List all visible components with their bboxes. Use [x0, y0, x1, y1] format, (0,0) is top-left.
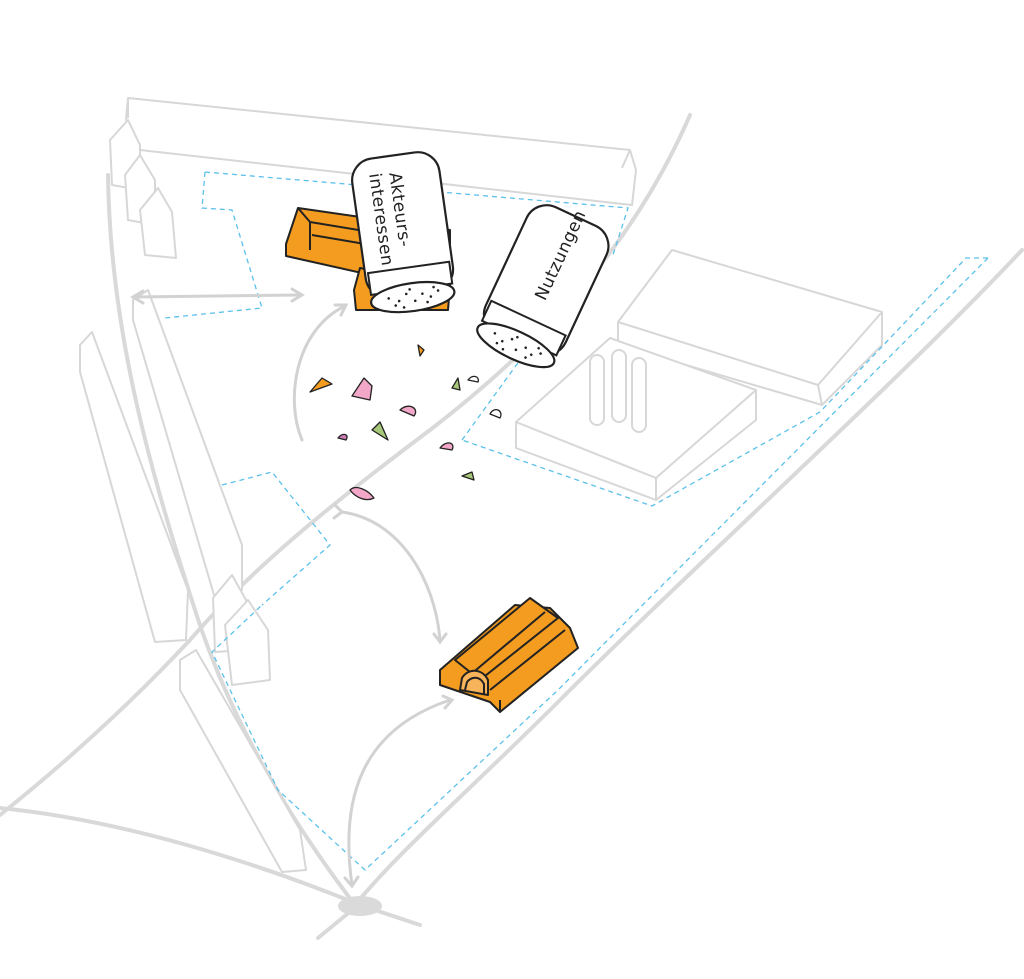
confetti-piece: [351, 377, 373, 401]
confetti: [309, 344, 502, 501]
arrow-west-north: [133, 293, 302, 299]
junction-node: [338, 896, 382, 916]
shaker-akteursinteressen: Akteurs- interessen: [351, 151, 456, 314]
west-row-outer: [79, 331, 189, 643]
shaker-nutzungen: Nutzungen: [476, 204, 610, 369]
confetti-piece: [399, 405, 417, 417]
road-south-spur-2: [316, 908, 354, 940]
west-house-2: [224, 599, 271, 686]
confetti-piece: [489, 409, 502, 419]
south-row: [179, 649, 307, 873]
confetti-piece: [467, 375, 479, 383]
confetti-piece: [451, 377, 461, 391]
west-row-inner: [132, 289, 243, 596]
road-south-arc: [0, 806, 362, 907]
silo-2: [611, 349, 627, 423]
silo-3: [631, 357, 647, 433]
confetti-piece: [439, 442, 454, 451]
boundary-east: [461, 257, 988, 507]
highlight-building-south: [439, 597, 579, 713]
arrow-from-junction: [347, 698, 452, 887]
road-east: [353, 248, 1024, 907]
silo-1: [589, 354, 605, 426]
context-buildings: [79, 97, 883, 873]
arrow-plaza-loop: [292, 304, 347, 442]
confetti-piece: [337, 433, 348, 441]
confetti-piece: [349, 486, 375, 501]
boundary-middle: [221, 471, 331, 606]
confetti-piece: [371, 421, 389, 441]
boundary-south: [211, 257, 989, 871]
boundary-north: [164, 171, 263, 319]
arrow-to-south-building: [340, 510, 442, 642]
site-boundary: [164, 171, 989, 871]
house-nw-3: [139, 187, 177, 259]
confetti-piece: [461, 471, 475, 481]
confetti-piece: [309, 377, 333, 393]
south-building-entrance: [459, 669, 489, 696]
confetti-piece: [417, 344, 425, 357]
connection-arrows: [130, 287, 455, 889]
